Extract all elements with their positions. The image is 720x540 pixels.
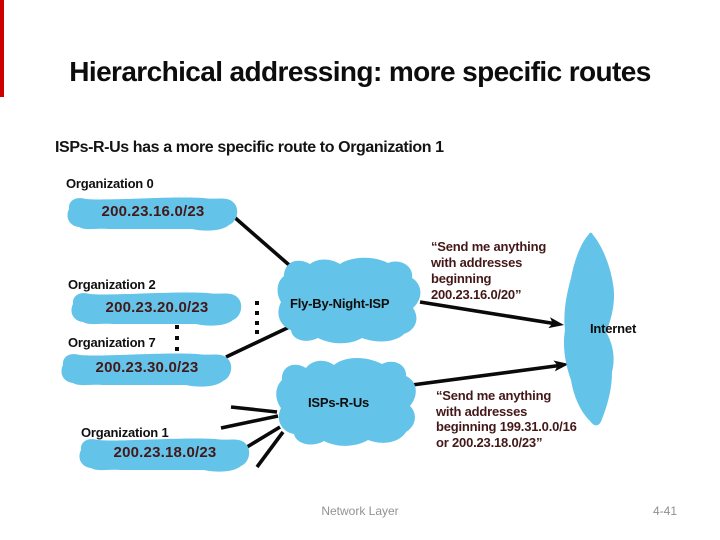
footer-page-number: 4-41: [652, 504, 677, 518]
isps-access-link-1: [230, 405, 278, 414]
isps-r-us-label: ISPs-R-Us: [308, 395, 370, 410]
page-title: Hierarchical addressing: more specific r…: [69, 56, 651, 87]
org-0-prefix: 200.23.16.0/23: [101, 203, 205, 220]
fly-by-night-isp-label: Fly-By-Night-ISP: [290, 296, 390, 311]
ellipsis-dots-organizations: [175, 325, 179, 351]
org-1-label: Organization 1: [81, 425, 169, 440]
org-0-label: Organization 0: [66, 176, 154, 191]
isps-announcement-text: “Send me anything with addresses beginni…: [436, 388, 577, 450]
isps-r-us-cloud: [276, 357, 416, 446]
internet-label: Internet: [590, 321, 637, 336]
ellipsis-dots-fly-isp: [255, 301, 259, 334]
org-7-label: Organization 7: [68, 335, 156, 350]
red-accent-strip: [0, 0, 4, 97]
footer-section-title: Network Layer: [321, 504, 399, 518]
connector-lines: [220, 214, 564, 469]
arrow-line-isps-to-internet: [411, 363, 564, 387]
fly-by-night-isp-cloud: [277, 257, 421, 344]
isps-access-link-2: [220, 414, 279, 430]
internet-blob: [563, 232, 615, 426]
isps-access-link-3: [246, 425, 281, 449]
fly-announcement-text: “Send me anything with addresses beginni…: [431, 239, 547, 302]
slide-subtitle: ISPs-R-Us has a more specific route to O…: [55, 139, 444, 156]
link-org0-to-fly: [231, 214, 298, 273]
org-7-prefix: 200.23.30.0/23: [95, 359, 199, 376]
org-1-prefix: 200.23.18.0/23: [113, 444, 217, 461]
org-2-prefix: 200.23.20.0/23: [105, 299, 209, 316]
arrow-line-fly-to-internet: [419, 300, 558, 326]
isps-access-link-4: [255, 430, 285, 469]
org-2-label: Organization 2: [68, 277, 156, 292]
